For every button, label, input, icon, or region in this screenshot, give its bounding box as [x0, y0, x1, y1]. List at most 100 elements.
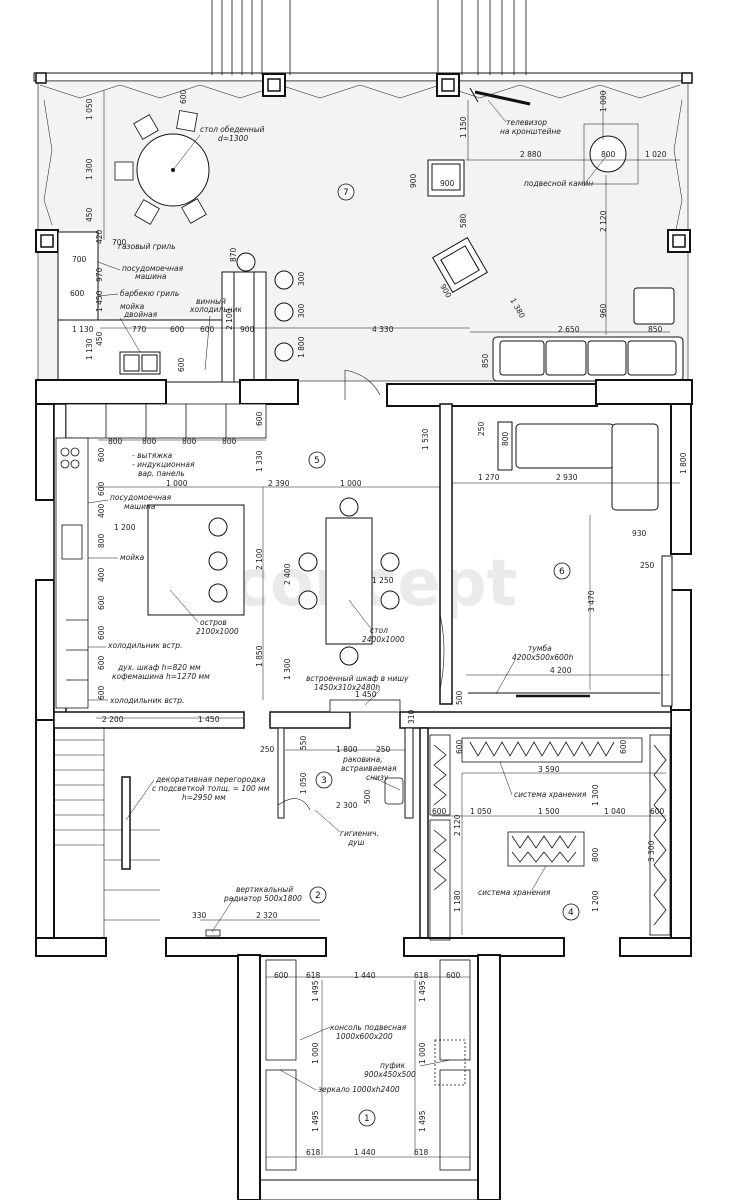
- dishwasher-top-label: посудомоечная: [122, 264, 184, 273]
- partition-label-2: с подсветкой толщ. = 100 мм: [152, 784, 270, 793]
- dim-1450c: 1 450: [198, 715, 220, 724]
- dim-3300: 3 300: [647, 840, 656, 862]
- room-6-number: 6: [559, 567, 565, 577]
- dim-1150: 1 150: [459, 116, 468, 138]
- dim-3590: 3 590: [538, 765, 560, 774]
- double-sink-label-2: двойная: [123, 310, 158, 319]
- dim-1020: 1 020: [645, 150, 667, 159]
- dim-1180: 1 180: [453, 890, 462, 912]
- dimension-lines: [96, 90, 680, 1158]
- dim-1800b: 1 800: [679, 452, 688, 474]
- dim-1000h2: 1 000: [418, 1042, 427, 1064]
- induction-label-2: вар. панель: [138, 469, 185, 478]
- leader-lines: [87, 99, 609, 1091]
- dim-850b: 850: [481, 353, 490, 368]
- dim-900-chair: 900: [440, 179, 455, 188]
- dim-600-side: 600: [70, 289, 85, 298]
- dim-550: 550: [299, 735, 308, 750]
- pouf-label-2: 900х450х500: [364, 1070, 416, 1079]
- wc-fixtures: [384, 777, 404, 805]
- dim-600-kit5: 600: [97, 655, 106, 670]
- dining-table-label: стол обеденный: [200, 125, 265, 134]
- gas-grill-label: газовый гриль: [118, 242, 176, 251]
- watermark: concept: [232, 547, 517, 621]
- outdoor-kitchen: [57, 231, 294, 383]
- room-4-number: 4: [568, 908, 574, 918]
- dim-618a: 618: [306, 971, 321, 980]
- dim-580: 580: [459, 213, 468, 228]
- dim-800k3: 800: [182, 437, 197, 446]
- walls: [35, 379, 693, 1200]
- wine-fridge-label: винный: [196, 297, 226, 306]
- dim-450: 450: [85, 207, 94, 222]
- dim-618c: 618: [306, 1148, 321, 1157]
- table-label: стол: [370, 626, 388, 635]
- dim-1495c: 1 495: [311, 1110, 320, 1132]
- dim-1300c: 1 300: [591, 784, 600, 806]
- door-swings: [277, 369, 445, 811]
- dim-300a: 300: [297, 271, 306, 286]
- dim-870: 870: [229, 247, 238, 262]
- dim-600b: 600: [170, 325, 185, 334]
- dim-2300: 2 300: [336, 801, 358, 810]
- mirror-label: зеркало 1000хh2400: [318, 1085, 400, 1094]
- room5-table: [298, 497, 400, 666]
- fridge1-label: холодильник встр.: [107, 641, 182, 650]
- dim-1000b: 1 000: [166, 479, 188, 488]
- dim-1000c: 1 000: [340, 479, 362, 488]
- living-sofa: [497, 421, 673, 707]
- dim-1500: 1 500: [538, 807, 560, 816]
- hall-fixtures: [265, 959, 471, 1171]
- island-size: 2100х1000: [196, 627, 239, 636]
- oven-label: дух. шкаф h=820 мм: [117, 663, 201, 672]
- basin-label-1: раковина,: [342, 755, 383, 764]
- storage-hangers: [429, 734, 671, 941]
- dim-1050c: 1 050: [470, 807, 492, 816]
- dim-800: 800: [601, 150, 616, 159]
- dim-2650: 2 650: [558, 325, 580, 334]
- storage-label-1: система хранения: [514, 790, 587, 799]
- dim-4330: 4 330: [372, 325, 394, 334]
- dim-1300b: 1 300: [283, 658, 292, 680]
- radiator-label-1: вертикальный: [236, 885, 293, 894]
- dim-930: 930: [632, 529, 647, 538]
- dining-table: [114, 110, 210, 225]
- dim-2100b: 2 100: [255, 548, 264, 570]
- dim-400-kit: 400: [97, 503, 106, 518]
- dim-2100: 2 100: [225, 308, 234, 330]
- dim-1530: 1 530: [421, 428, 430, 450]
- dining-table-size: d=1300: [218, 134, 248, 143]
- dim-600s3: 600: [432, 807, 447, 816]
- dim-2320: 2 320: [256, 911, 278, 920]
- dim-960: 960: [599, 303, 608, 318]
- dim-618d: 618: [414, 1148, 429, 1157]
- dim-1800a: 1 800: [297, 336, 306, 358]
- dim-1200: 1 200: [114, 523, 136, 532]
- dim-1800c: 1 800: [336, 745, 358, 754]
- tv-bracket: [469, 87, 531, 106]
- island-stools: [208, 517, 228, 603]
- dim-420: 420: [95, 229, 104, 244]
- dim-1300: 1 300: [85, 158, 94, 180]
- dim-1050b: 1 050: [299, 772, 308, 794]
- dim-500: 500: [455, 690, 464, 705]
- dim-600c: 600: [200, 325, 215, 334]
- kitchen-counter: [55, 403, 267, 709]
- dim-500b: 500: [363, 789, 372, 804]
- wine-fridge-label-2: холодильник: [189, 305, 242, 314]
- dim-330: 330: [192, 911, 207, 920]
- basin-label-2: встраиваемая: [341, 764, 397, 773]
- dim-2120b: 2 120: [453, 814, 462, 836]
- dim-600-kit6: 600: [97, 685, 106, 700]
- dim-2200: 2 200: [102, 715, 124, 724]
- dim-970: 970: [95, 267, 104, 282]
- barbecue-label: барбекю гриль: [120, 289, 179, 298]
- radiator-label-2: радиатор 500х1800: [223, 894, 302, 903]
- dim-1495a: 1 495: [311, 980, 320, 1002]
- dim-600-kit1: 600: [97, 447, 106, 462]
- dim-2880: 2 880: [520, 150, 542, 159]
- island-label: остров: [200, 618, 227, 627]
- coffee-label: кофемашина h=1270 мм: [112, 672, 210, 681]
- dim-1000h1: 1 000: [311, 1042, 320, 1064]
- dishwasher-label: посудомоечная: [110, 493, 172, 502]
